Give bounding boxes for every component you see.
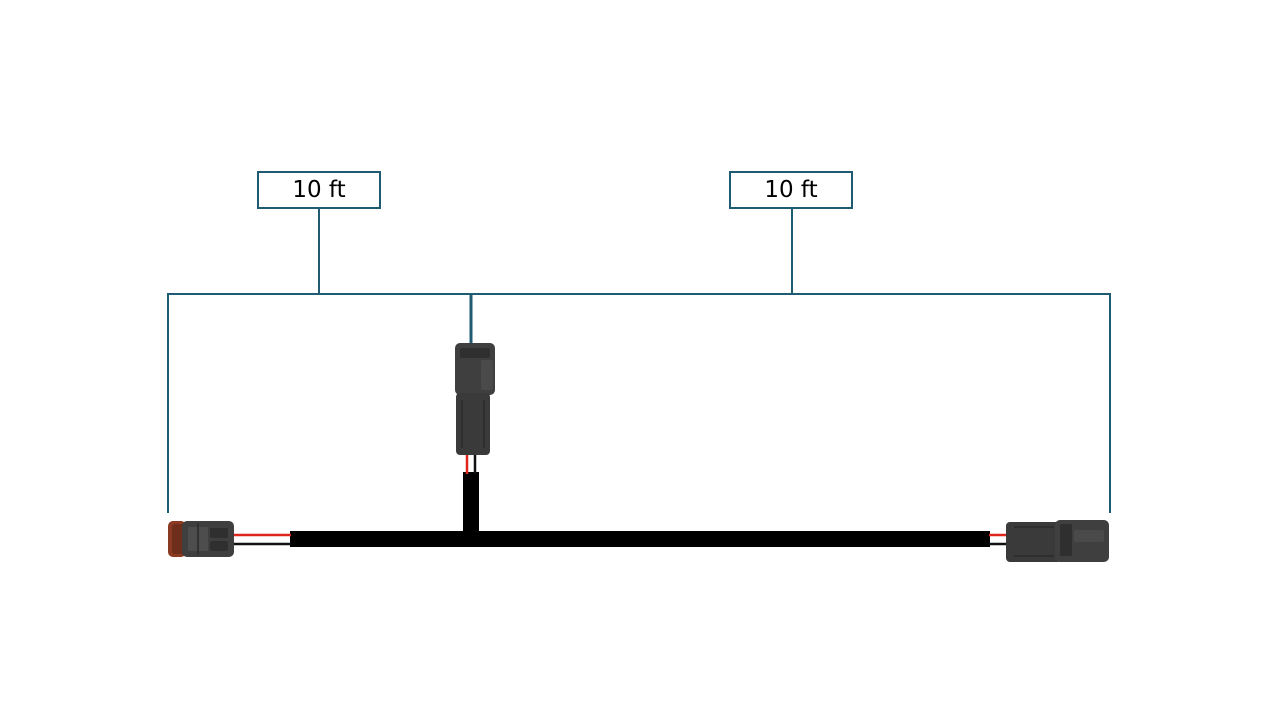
dimension-label-left: 10 ft xyxy=(257,171,381,209)
dimension-label-right: 10 ft xyxy=(729,171,853,209)
branch-wire-pair xyxy=(465,452,477,474)
male-connector-icon xyxy=(455,343,495,455)
main-cable xyxy=(290,531,990,547)
female-connector-icon xyxy=(168,521,234,557)
right-wire-pair xyxy=(989,533,1008,546)
dimension-lines xyxy=(167,209,1111,513)
left-wire-pair xyxy=(232,533,291,546)
male-connector-icon xyxy=(1006,520,1109,562)
branch-cable xyxy=(463,472,479,538)
